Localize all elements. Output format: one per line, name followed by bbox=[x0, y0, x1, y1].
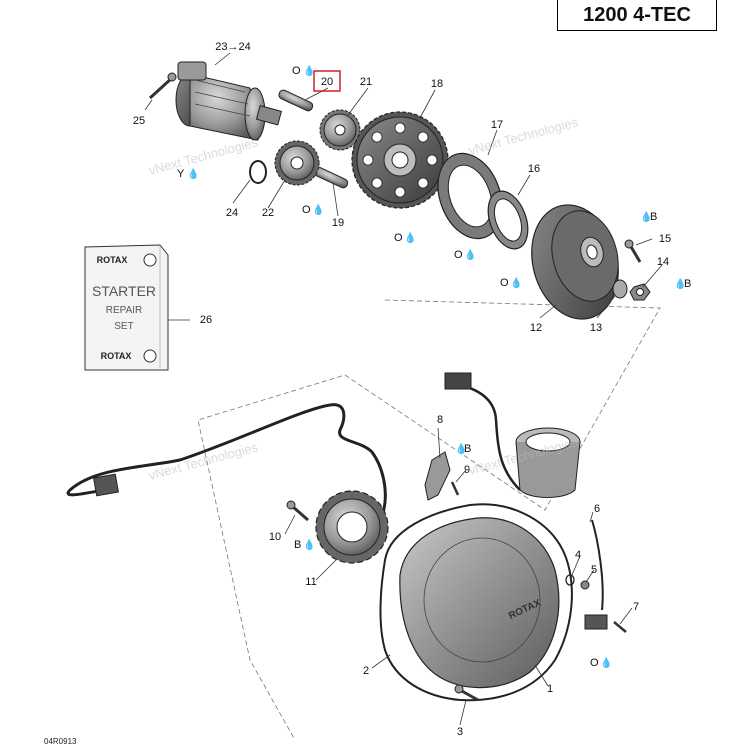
oil-drop-icon: 💧 bbox=[600, 656, 612, 669]
callout-15: 15 bbox=[659, 233, 671, 245]
callout-18: 18 bbox=[431, 78, 443, 90]
oil-drop-icon: 💧 bbox=[312, 203, 324, 216]
lube-y-24: Y bbox=[177, 168, 185, 180]
oil-drop-icon: 💧 bbox=[303, 538, 315, 551]
nut-14 bbox=[629, 283, 651, 301]
callout-4: 4 bbox=[575, 549, 581, 561]
model-title: 1200 4-TEC bbox=[557, 0, 717, 31]
cover-housing bbox=[515, 427, 581, 498]
callout-20: 20 bbox=[321, 76, 333, 88]
stator-connector bbox=[93, 473, 119, 497]
oil-drop-icon: 💧 bbox=[674, 277, 686, 290]
oil-drop-icon: 💧 bbox=[187, 167, 199, 180]
callout-12: 12 bbox=[530, 322, 542, 334]
oil-drop-icon: 💧 bbox=[404, 231, 416, 244]
shaft-20 bbox=[278, 89, 314, 112]
screw-7 bbox=[613, 621, 627, 633]
callout-17: 17 bbox=[491, 119, 503, 131]
callout-6: 6 bbox=[594, 503, 600, 515]
repair-set-brand-bottom: ROTAX bbox=[101, 351, 132, 361]
starter-repair-set-card: ROTAX STARTER REPAIR SET ROTAX bbox=[84, 244, 169, 371]
sprag-clutch-17 bbox=[437, 152, 503, 240]
oil-drop-icon: 💧 bbox=[640, 210, 652, 223]
oil-drop-icon: 💧 bbox=[510, 276, 522, 289]
lube-o-19: O bbox=[302, 204, 311, 216]
watermark-2: vNext Technologies bbox=[467, 114, 580, 158]
callout-7: 7 bbox=[633, 601, 639, 613]
screw-9 bbox=[450, 481, 460, 496]
callout-25: 25 bbox=[133, 115, 145, 127]
magneto-rotor-12 bbox=[531, 204, 619, 320]
callout-14: 14 bbox=[657, 256, 669, 268]
lube-b-14: B bbox=[684, 278, 691, 290]
screw-25 bbox=[148, 72, 177, 100]
screw-10 bbox=[286, 500, 309, 522]
callout-1: 1 bbox=[547, 683, 553, 695]
callout-2: 2 bbox=[363, 665, 369, 677]
stator-11 bbox=[315, 490, 389, 564]
plug-5 bbox=[580, 580, 590, 590]
lube-b-9: B bbox=[464, 443, 471, 455]
sensor-6 bbox=[584, 519, 608, 630]
callout-3: 3 bbox=[457, 726, 463, 738]
diagram-code: 04R0913 bbox=[44, 737, 77, 746]
callout-24: 24 bbox=[226, 207, 238, 219]
screw-15 bbox=[624, 239, 642, 263]
callout-9: 9 bbox=[464, 464, 470, 476]
o-ring-24 bbox=[249, 160, 267, 184]
starter-gear-18 bbox=[351, 111, 449, 209]
callout-10: 10 bbox=[269, 531, 281, 543]
ring-16 bbox=[487, 190, 529, 250]
leader-lines bbox=[144, 52, 663, 726]
stator-wire-harness bbox=[66, 403, 387, 521]
lube-o-7: O bbox=[590, 657, 599, 669]
assembly-dashed-boundary bbox=[197, 299, 661, 741]
washer-13 bbox=[612, 279, 628, 299]
gasket-2 bbox=[379, 503, 573, 702]
oil-drop-icon: 💧 bbox=[455, 442, 467, 455]
callout-5: 5 bbox=[591, 564, 597, 576]
callout-11: 11 bbox=[305, 576, 316, 588]
lubrication-marks: O 💧 Y 💧 O 💧 O 💧 O 💧 O 💧 💧 B 💧 B 💧 B B 💧 … bbox=[177, 64, 691, 669]
lube-o-17: O bbox=[454, 249, 463, 261]
repair-set-line2: REPAIR bbox=[106, 305, 143, 316]
callout-21: 21 bbox=[360, 76, 372, 88]
callout-13: 13 bbox=[590, 322, 602, 334]
callout-23-24: 23→24 bbox=[215, 41, 250, 53]
oil-drop-icon: 💧 bbox=[464, 248, 476, 261]
lube-o-16: O bbox=[500, 277, 509, 289]
wire-bracket-8 bbox=[424, 451, 451, 501]
lube-o-18: O bbox=[394, 232, 403, 244]
callout-22: 22 bbox=[262, 207, 274, 219]
screw-3 bbox=[454, 684, 479, 702]
repair-set-line1: STARTER bbox=[92, 283, 156, 299]
callout-8: 8 bbox=[437, 414, 443, 426]
callout-26: 26 bbox=[200, 314, 212, 326]
magneto-cover-1: ROTAX bbox=[399, 517, 560, 689]
sensor-connector bbox=[444, 372, 472, 390]
highlight-box-20 bbox=[313, 70, 341, 92]
starter-motor bbox=[175, 61, 283, 141]
callout-16: 16 bbox=[528, 163, 540, 175]
oil-drop-icon: 💧 bbox=[303, 64, 315, 77]
watermark-1: vNext Technologies bbox=[147, 134, 260, 178]
lube-b-10: B bbox=[294, 539, 301, 551]
callout-19: 19 bbox=[332, 217, 344, 229]
repair-set-brand-top: ROTAX bbox=[97, 255, 128, 265]
repair-set-line3: SET bbox=[114, 321, 133, 332]
lube-o-20: O bbox=[292, 65, 301, 77]
gear-22 bbox=[274, 140, 320, 186]
gear-21 bbox=[319, 109, 361, 151]
lube-b-15: B bbox=[650, 211, 657, 223]
sensor-wire bbox=[459, 383, 521, 491]
o-ring-4 bbox=[565, 574, 575, 586]
